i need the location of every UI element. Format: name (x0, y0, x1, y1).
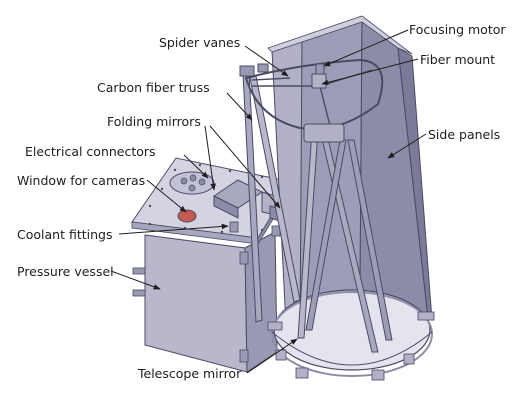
leader-window-for-cameras (146, 179, 187, 213)
leader-folding-mirrors-a (204, 125, 216, 191)
leader-fiber-mount (321, 58, 419, 86)
leader-telescope-mirror (246, 338, 298, 374)
leader-folding-mirrors-b (209, 125, 281, 209)
telescope-mirror-part (267, 289, 435, 381)
leader-focusing-motor (323, 29, 409, 67)
leader-electrical-connectors (183, 154, 209, 179)
label-coolant-fittings: Coolant fittings (17, 227, 113, 242)
label-electrical-connectors: Electrical connectors (25, 144, 156, 159)
camera-window-part (177, 209, 197, 223)
leader-lines (110, 29, 427, 374)
label-telescope-mirror: Telescope mirror (138, 366, 242, 381)
label-spider-vanes: Spider vanes (159, 35, 241, 50)
electrical-connectors-part (169, 171, 215, 195)
label-fiber-mount: Fiber mount (420, 52, 496, 67)
leader-coolant-fittings (118, 223, 229, 235)
label-carbon-fiber-truss: Carbon fiber truss (97, 80, 210, 95)
label-side-panels: Side panels (428, 127, 501, 142)
leader-pressure-vessel (110, 270, 161, 290)
leader-carbon-fiber-truss (226, 92, 253, 121)
carbon-fiber-truss-part (242, 71, 393, 353)
side-panels-tube (267, 15, 433, 331)
leader-spider-vanes (244, 45, 289, 77)
leader-side-panels (387, 133, 427, 159)
label-window-for-cameras: Window for cameras (17, 173, 146, 188)
pressure-vessel-body (131, 157, 293, 373)
label-folding-mirrors: Folding mirrors (107, 114, 201, 129)
label-pressure-vessel: Pressure vessel (17, 264, 114, 279)
label-focusing-motor: Focusing motor (409, 22, 506, 37)
top-ring-spider (239, 58, 384, 143)
